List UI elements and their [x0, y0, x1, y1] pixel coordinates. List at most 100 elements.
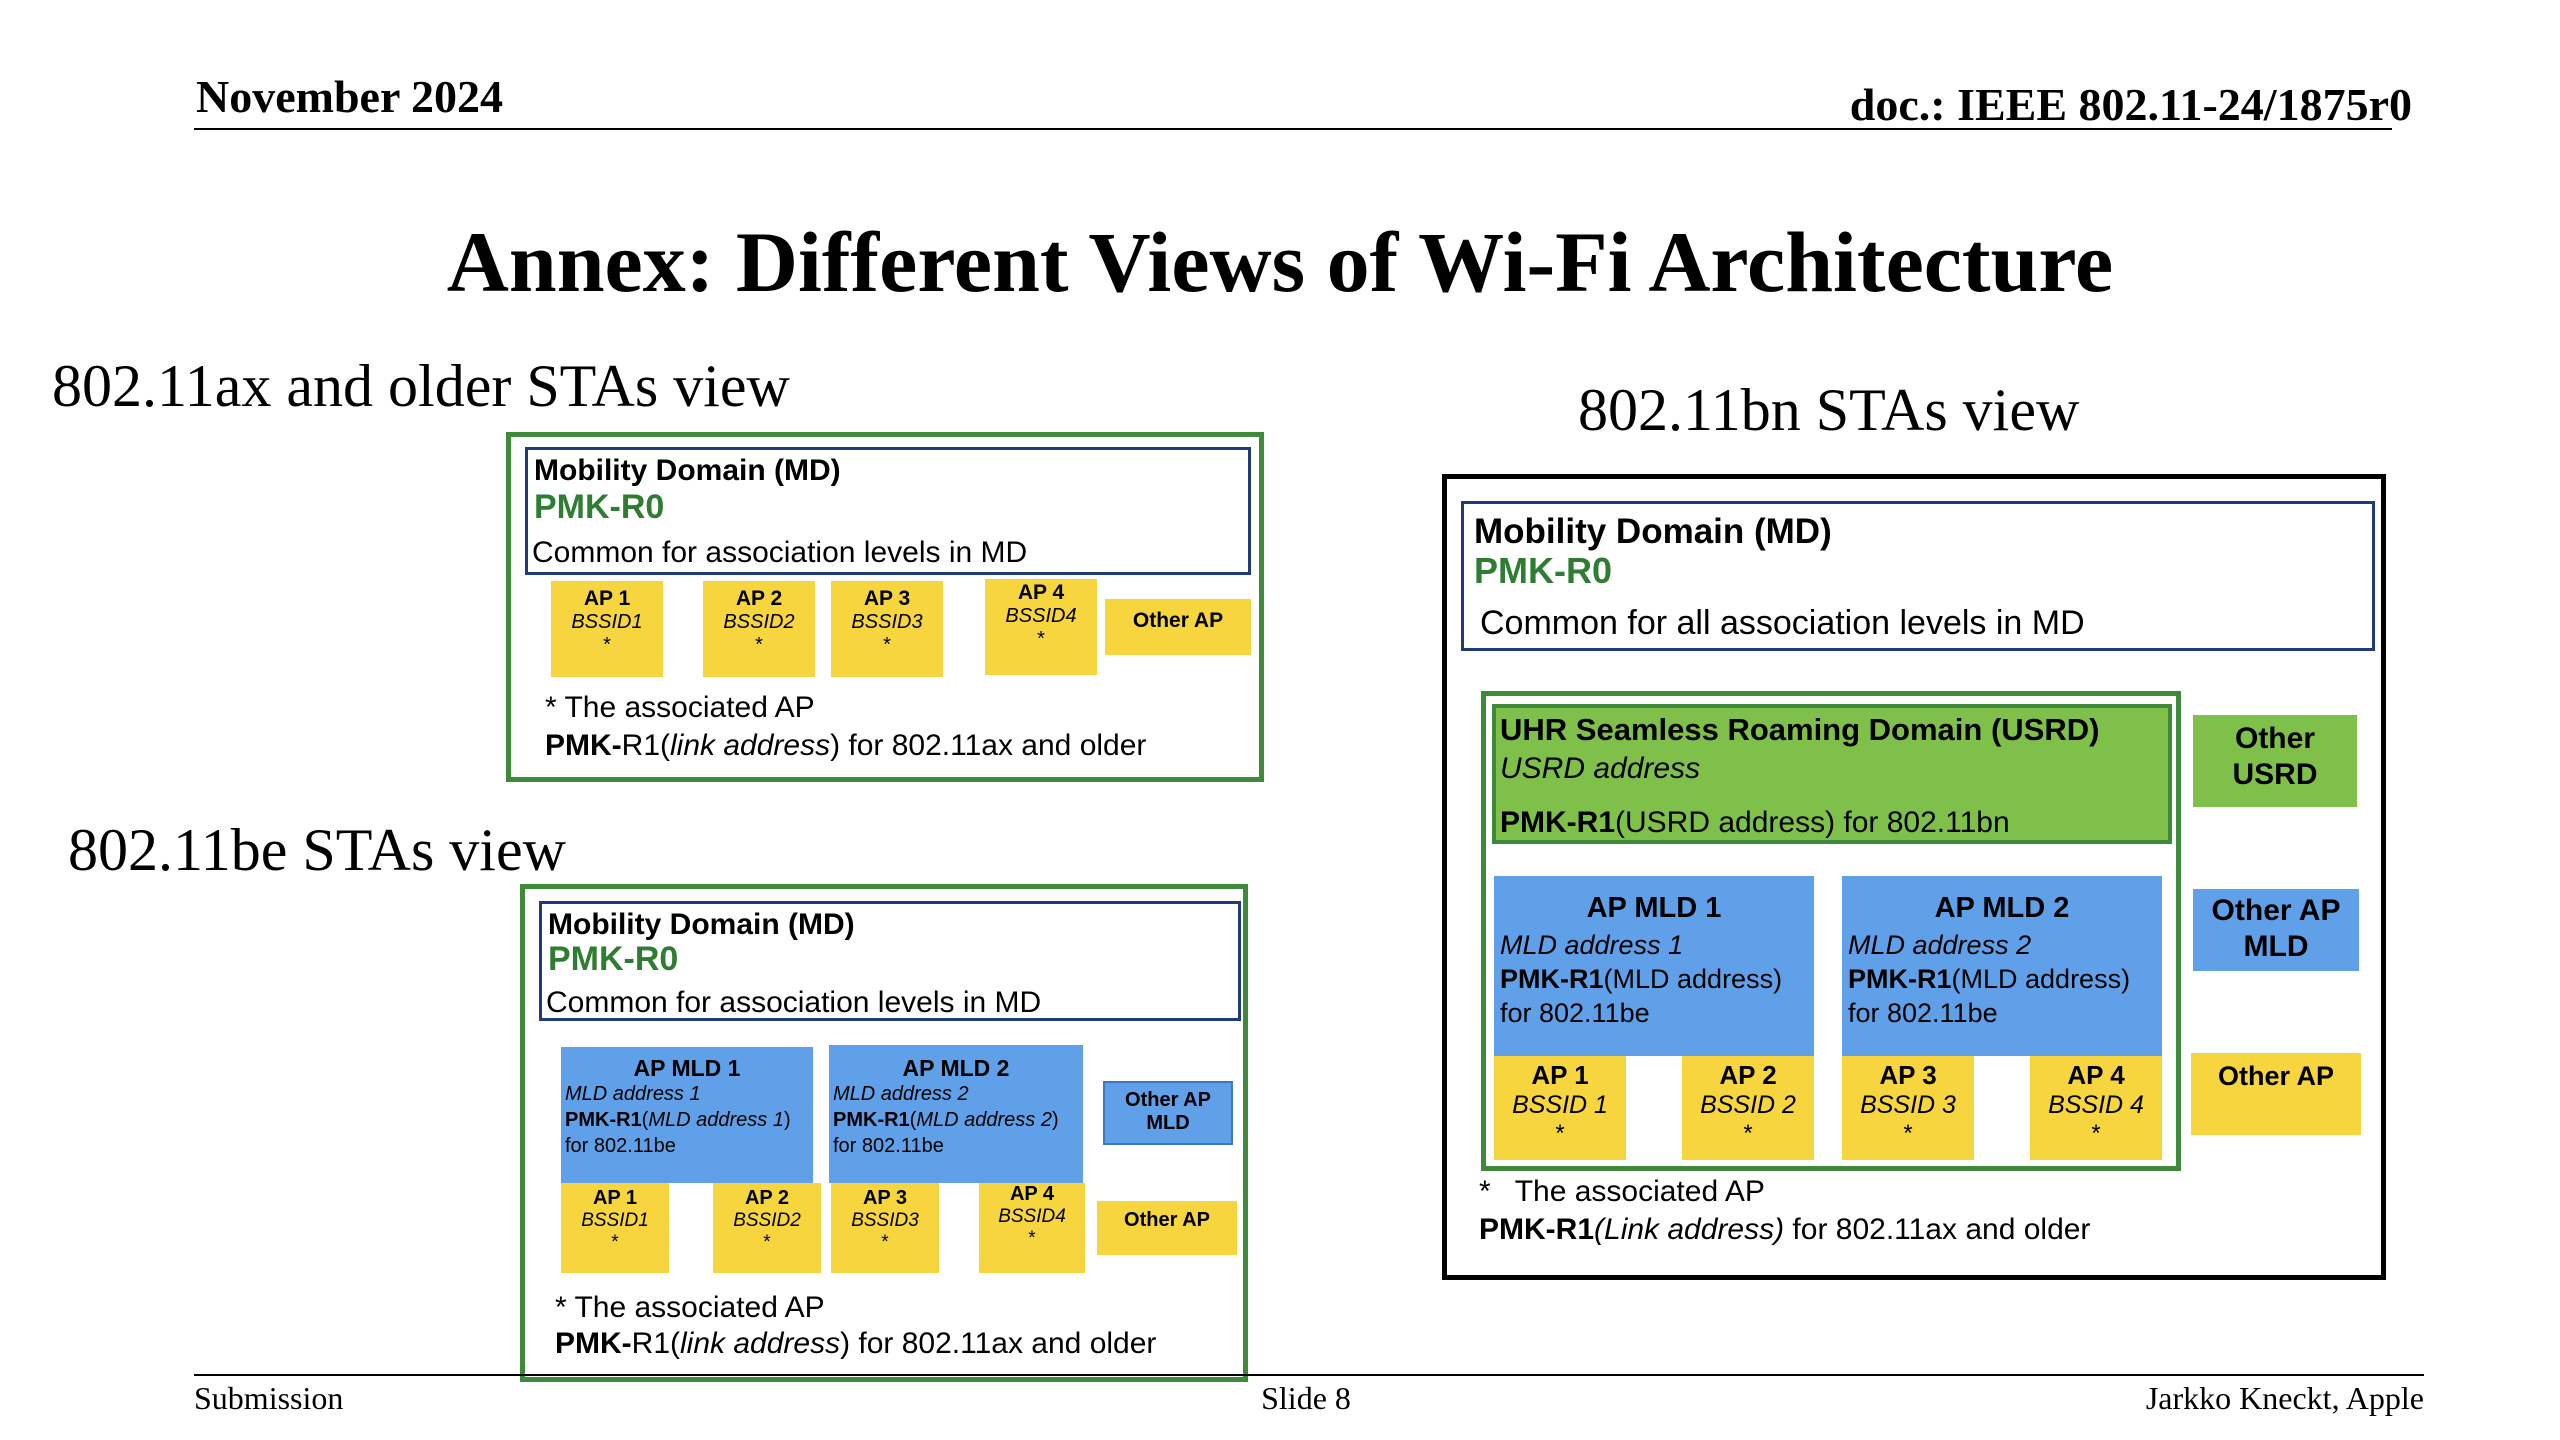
ax-ap-2-mark: * [755, 634, 763, 656]
bn-other-ap-mld: Other AP MLD [2193, 889, 2359, 971]
be-ap-2-bssid: BSSID2 [733, 1210, 801, 1231]
be-ap-mld-1-addr: MLD address 1 [565, 1083, 701, 1105]
ax-note-pmk: PMK-R1(link address) for 802.11ax and ol… [545, 729, 1147, 762]
be-ap-4: AP 4 BSSID4 * [979, 1183, 1085, 1273]
be-ap-3: AP 3 BSSID3 * [831, 1183, 939, 1273]
ax-outer-box: Mobility Domain (MD) PMK-R0 Common for a… [506, 432, 1264, 782]
ax-ap-4-name: AP 4 [1017, 581, 1065, 604]
ax-ap-3-bssid: BSSID3 [851, 611, 923, 633]
be-ap-mld-1-for: for 802.11be [565, 1135, 676, 1157]
be-ap-mld-2-name: AP MLD 2 [902, 1055, 1010, 1081]
be-ap-4-bssid: BSSID4 [998, 1206, 1066, 1227]
be-ap-mld-2: AP MLD 2 MLD address 2 PMK-R1(MLD addres… [829, 1045, 1083, 1183]
bn-ap-mld-2-for: for 802.11be [1848, 998, 1998, 1028]
ax-ap-2: AP 2 BSSID2 * [703, 581, 815, 677]
bn-ap-mld-1: AP MLD 1 MLD address 1 PMK-R1(MLD addres… [1494, 876, 1814, 1056]
bn-ap-mld-1-pmk: PMK-R1(MLD address) [1500, 964, 1783, 994]
header-date: November 2024 [196, 71, 504, 122]
be-pmk-r0: PMK-R0 [548, 940, 679, 978]
be-other-ap-label: Other AP [1124, 1209, 1210, 1231]
ax-ap-4: AP 4 BSSID4 * [985, 579, 1097, 675]
footer-submission: Submission [194, 1380, 344, 1416]
ax-md-desc: Common for association levels in MD [532, 536, 1028, 569]
be-ap-mld-1: AP MLD 1 MLD address 1 PMK-R1(MLD addres… [561, 1047, 813, 1183]
ax-ap-2-bssid: BSSID2 [723, 611, 795, 633]
bn-ap-mld-2-name: AP MLD 2 [1934, 892, 2070, 924]
bn-md-desc: Common for all association levels in MD [1480, 604, 2085, 642]
be-other-ap-mld-label: Other AP MLD [1125, 1089, 1211, 1134]
bn-note-pmk: PMK-R1(Link address) for 802.11ax and ol… [1479, 1213, 2091, 1246]
be-view-heading: 802.11be STAs view [68, 817, 566, 883]
bn-md-title: Mobility Domain (MD) [1474, 512, 1832, 551]
bn-ap-4-mark: * [2091, 1120, 2101, 1147]
be-md-box: Mobility Domain (MD) PMK-R0 Common for a… [539, 901, 1241, 1021]
ax-ap-1-bssid: BSSID1 [571, 611, 643, 633]
bn-ap-1: AP 1 BSSID 1 * [1494, 1056, 1626, 1160]
be-ap-3-bssid: BSSID3 [851, 1210, 919, 1231]
be-ap-3-name: AP 3 [862, 1187, 908, 1209]
be-ap-mld-1-name: AP MLD 1 [633, 1055, 741, 1081]
be-ap-mld-2-pmk: PMK-R1(MLD address 2) [833, 1109, 1059, 1131]
bn-ap-1-bssid: BSSID 1 [1512, 1091, 1608, 1119]
bn-usrd-title: UHR Seamless Roaming Domain (USRD) [1500, 712, 2100, 747]
be-note-associated: * The associated AP [555, 1291, 825, 1324]
bn-ap-2-mark: * [1743, 1120, 1753, 1147]
ax-ap-3-name: AP 3 [863, 587, 911, 610]
be-other-ap: Other AP [1097, 1201, 1237, 1255]
be-md-desc: Common for association levels in MD [546, 986, 1042, 1019]
footer-divider [194, 1374, 2424, 1376]
bn-view-heading: 802.11bn STAs view [1578, 377, 2080, 443]
be-ap-2-mark: * [763, 1232, 771, 1253]
bn-other-usrd: Other USRD [2193, 715, 2357, 807]
bn-ap-3-mark: * [1903, 1120, 1913, 1147]
be-ap-4-mark: * [1028, 1228, 1036, 1249]
ax-md-box: Mobility Domain (MD) PMK-R0 Common for a… [525, 447, 1251, 575]
be-other-ap-mld: Other AP MLD [1103, 1081, 1233, 1145]
bn-usrd-addr: USRD address [1500, 752, 1701, 785]
be-ap-1-mark: * [611, 1232, 619, 1253]
bn-ap-2-name: AP 2 [1719, 1060, 1777, 1090]
bn-usrd-header: UHR Seamless Roaming Domain (USRD) USRD … [1492, 704, 2172, 844]
be-ap-mld-1-pmk: PMK-R1(MLD address 1) [565, 1109, 791, 1131]
bn-ap-3: AP 3 BSSID 3 * [1842, 1056, 1974, 1160]
ax-ap-1-name: AP 1 [583, 587, 631, 610]
ax-ap-2-name: AP 2 [735, 587, 783, 610]
bn-pmk-r0: PMK-R0 [1474, 550, 1613, 591]
be-ap-3-mark: * [881, 1232, 889, 1253]
be-ap-4-name: AP 4 [1009, 1183, 1055, 1205]
ax-ap-1: AP 1 BSSID1 * [551, 581, 663, 677]
ax-other-ap-label: Other AP [1132, 609, 1224, 632]
bn-ap-mld-2-pmk: PMK-R1(MLD address) [1848, 964, 2131, 994]
bn-ap-mld-1-name: AP MLD 1 [1586, 892, 1722, 924]
be-ap-2: AP 2 BSSID2 * [713, 1183, 821, 1273]
bn-ap-mld-2: AP MLD 2 MLD address 2 PMK-R1(MLD addres… [1842, 876, 2162, 1056]
bn-ap-mld-2-addr: MLD address 2 [1848, 930, 2032, 960]
footer-slide-number: Slide 8 [1261, 1380, 1351, 1416]
be-ap-mld-2-addr: MLD address 2 [833, 1083, 969, 1105]
bn-ap-1-name: AP 1 [1531, 1060, 1589, 1090]
bn-ap-mld-1-for: for 802.11be [1500, 998, 1650, 1028]
be-md-title: Mobility Domain (MD) [548, 908, 855, 941]
be-ap-2-name: AP 2 [744, 1187, 790, 1209]
be-ap-1-bssid: BSSID1 [581, 1210, 649, 1231]
bn-md-box: Mobility Domain (MD) PMK-R0 Common for a… [1461, 501, 2375, 651]
be-ap-mld-2-for: for 802.11be [833, 1135, 944, 1157]
ax-md-title: Mobility Domain (MD) [534, 454, 841, 487]
ax-ap-4-mark: * [1037, 628, 1045, 650]
ax-ap-3-mark: * [883, 634, 891, 656]
ax-view-heading: 802.11ax and older STAs view [52, 353, 790, 419]
slide-title: Annex: Different Views of Wi-Fi Architec… [446, 214, 2114, 310]
bn-ap-2: AP 2 BSSID 2 * [1682, 1056, 1814, 1160]
bn-ap-1-mark: * [1555, 1120, 1565, 1147]
header-doc-id: doc.: IEEE 802.11-24/1875r0 [1849, 79, 2412, 130]
ax-ap-1-mark: * [603, 634, 611, 656]
bn-outer-box: Mobility Domain (MD) PMK-R0 Common for a… [1442, 474, 2386, 1280]
bn-other-ap: Other AP [2191, 1053, 2361, 1135]
bn-ap-2-bssid: BSSID 2 [1700, 1091, 1796, 1119]
bn-other-ap-label: Other AP [2217, 1061, 2334, 1091]
ax-ap-4-bssid: BSSID4 [1005, 605, 1077, 627]
bn-ap-mld-1-addr: MLD address 1 [1500, 930, 1684, 960]
bn-other-ap-mld-label: Other AP MLD [2211, 894, 2341, 963]
ax-pmk-r0: PMK-R0 [534, 488, 665, 526]
be-note-pmk: PMK-R1(link address) for 802.11ax and ol… [555, 1327, 1157, 1360]
